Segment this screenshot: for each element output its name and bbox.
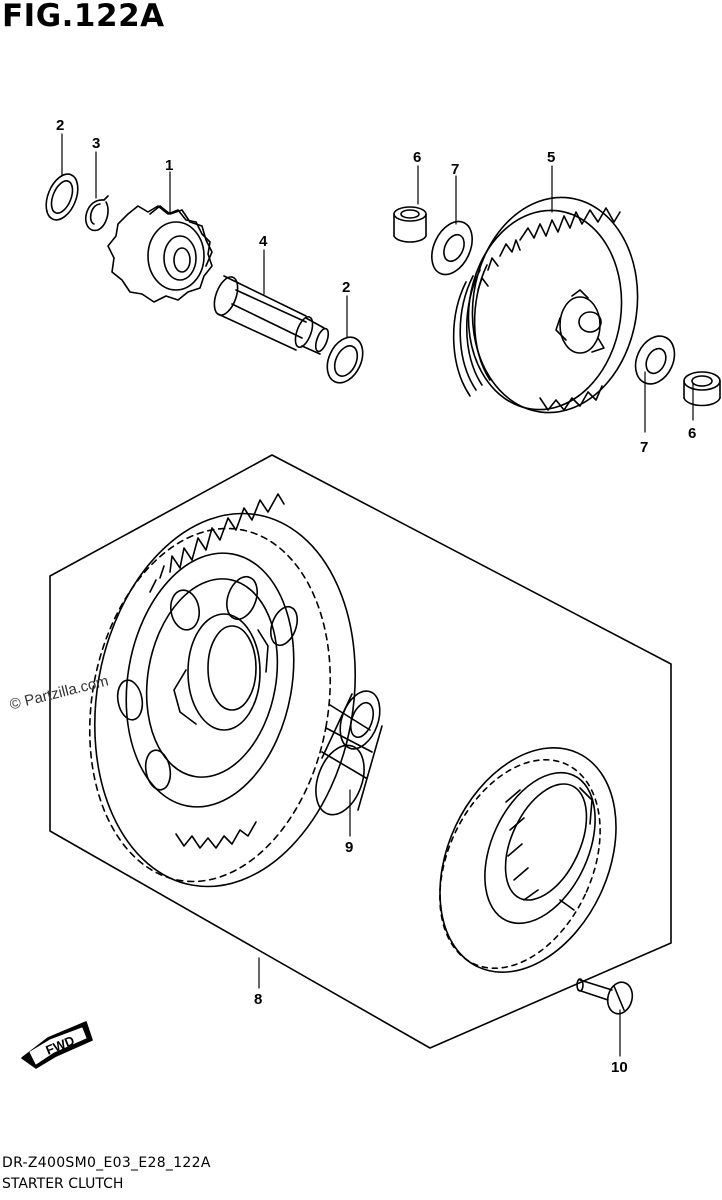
part-6-bushing-left[interactable] [393,206,427,243]
leader-lines [61,133,694,1057]
callout-7-left[interactable]: 7 [451,161,459,178]
callout-2-left[interactable]: 2 [56,117,64,134]
part-6-bushing-right[interactable] [683,371,721,407]
diagram-name: STARTER CLUTCH [2,1176,124,1192]
part-10-bolt[interactable] [576,978,636,1017]
fwd-direction-badge: FWD [21,1021,93,1069]
callout-9[interactable]: 9 [345,839,353,856]
part-5-driven-gear[interactable] [452,187,652,424]
callout-5[interactable]: 5 [547,149,555,166]
part-4-idle-shaft[interactable] [210,274,331,355]
part-2-washer-right[interactable] [320,331,369,388]
callout-10[interactable]: 10 [611,1059,628,1076]
callout-1[interactable]: 1 [165,157,173,174]
assembly-outline [49,454,672,1049]
callout-4[interactable]: 4 [259,233,268,250]
part-8-clutch-gear[interactable] [63,493,384,908]
part-7-thrust-washer-right[interactable] [628,330,682,391]
part-3-circlip[interactable] [84,195,109,232]
part-8-clutch-housing[interactable] [406,719,651,1001]
callout-6-right[interactable]: 6 [688,425,696,442]
callout-numbers: 2 3 1 4 2 6 7 5 7 6 8 9 10 [56,117,696,1076]
figure-title: FIG.122A [2,0,165,34]
callout-6-left[interactable]: 6 [413,149,421,166]
part-2-washer-left[interactable] [40,170,84,225]
callout-2-right[interactable]: 2 [342,279,350,296]
callout-7-right[interactable]: 7 [640,439,648,456]
part-1-idle-gear[interactable] [107,205,213,303]
part-7-thrust-washer-left[interactable] [424,215,480,281]
callout-3[interactable]: 3 [92,135,100,152]
part-9-needle-bearing[interactable] [307,686,387,822]
callout-8[interactable]: 8 [254,991,262,1008]
diagram-code: DR-Z400SM0_E03_E28_122A [2,1155,211,1171]
